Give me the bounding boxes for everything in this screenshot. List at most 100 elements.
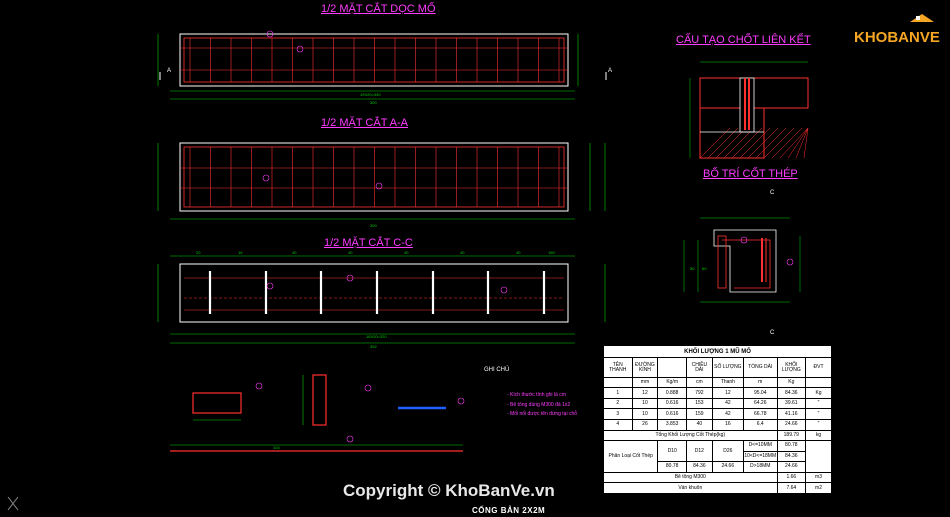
dim-cc-segment: 40 <box>460 250 465 255</box>
dim-cc-segment: 16 <box>238 250 243 255</box>
hatch-line <box>787 127 809 159</box>
chot-lien-ket <box>689 61 809 159</box>
range-2-value: 84.36 <box>776 450 807 463</box>
cell: 12 <box>631 387 659 399</box>
ghi-chu-heading: GHI CHÚ <box>484 367 510 373</box>
hatch-line <box>779 127 809 159</box>
hatch-line <box>803 127 809 159</box>
th-ten-thanh: TÊN THANH <box>603 357 633 378</box>
cell: 792 <box>685 387 713 399</box>
cell: 0.616 <box>657 408 687 420</box>
th-duong-kinh: ĐƯỜNG KÍNH <box>631 357 659 378</box>
unit-cell: cm <box>685 376 713 389</box>
dim-bar-len: 104 <box>273 445 280 450</box>
cell: 42 <box>711 397 744 410</box>
phan-loai-label: Phân Loại Cốt Thép <box>602 440 659 473</box>
cell: 84.36 <box>776 387 807 399</box>
be-tong-value: 1.66 <box>776 471 807 484</box>
d12-header: D12 <box>685 440 713 463</box>
hatch-line <box>715 127 747 159</box>
d12-value: 84.36 <box>685 461 713 473</box>
dim-cc-segment: 40 <box>516 250 521 255</box>
cell: 24.66 <box>776 418 807 431</box>
unit-cell: m <box>742 376 778 389</box>
th-khoi-luong: KHỐI LƯỢNG <box>776 357 807 378</box>
dim-cc-segment: 40 <box>292 250 297 255</box>
hatch-line <box>771 127 803 159</box>
cell: 0.888 <box>657 387 687 399</box>
dim-top-total: 300 <box>370 100 377 105</box>
cell: 153 <box>685 397 713 410</box>
total-unit: kg <box>805 429 832 442</box>
logo-text: KHOBANVE <box>854 29 940 46</box>
unit-cell <box>603 376 633 389</box>
cell: " <box>805 418 832 431</box>
unit-cell: mm <box>631 376 659 389</box>
dim-cc-segment: 40 <box>348 250 353 255</box>
cell: 64.26 <box>742 397 778 410</box>
dim-cc-segment: 150 <box>548 250 555 255</box>
svg-text:A: A <box>608 68 612 74</box>
title-c-c: 1/2 MẶT CẮT C-C <box>324 237 413 249</box>
unit-cell: Thanh <box>711 376 744 389</box>
cell: 6.4 <box>742 418 778 431</box>
hatch-line <box>723 127 755 159</box>
unit-cell <box>805 376 832 389</box>
hatch-line <box>707 127 739 159</box>
ghi-chu-line-1: - Kích thước tính ghi là cm <box>507 392 566 398</box>
ghi-chu-line-2: - Bê tông dùng M300 đá 1x2 <box>507 402 571 408</box>
th-tong-dai: TỔNG DÀI <box>742 357 778 378</box>
hatch-line <box>795 127 809 159</box>
cell: 1 <box>603 387 633 399</box>
cell: " <box>805 397 832 410</box>
unit-cell: Kg <box>776 376 807 389</box>
hatch-line <box>763 127 795 159</box>
table-title: KHỐI LƯỢNG 1 MŨ MỐ <box>603 344 832 359</box>
range-1: D<=10MM <box>742 440 778 452</box>
hatch-line <box>755 127 787 159</box>
range-3: D>18MM <box>742 461 778 473</box>
van-khuon-value: 7.64 <box>776 482 807 494</box>
cell: 0.616 <box>657 397 687 410</box>
cell: 95.04 <box>742 387 778 399</box>
copyright-watermark: Copyright © KhoBanVe.vn <box>343 481 555 500</box>
cell: 159 <box>685 408 713 420</box>
d10-header: D10 <box>657 440 687 463</box>
cell: 2 <box>603 397 633 410</box>
dim-side-50: 50 <box>690 266 695 271</box>
bar-details: 104 <box>170 374 465 452</box>
section-doc-mo: A A 300 19X20=330 <box>157 30 612 105</box>
dim-cc-total: 392 <box>370 344 377 349</box>
cell: 12 <box>711 387 744 399</box>
range-1-value: 80.78 <box>776 440 807 452</box>
dim-cc-segment: 20 <box>196 250 201 255</box>
svg-text:C: C <box>770 190 775 196</box>
dim-top-spacing: 19X20=330 <box>360 92 381 97</box>
hatch-line <box>747 127 779 159</box>
cell: 26 <box>631 418 659 431</box>
cell: 10 <box>631 408 659 420</box>
be-tong-label: Bê tông M300 <box>603 471 778 484</box>
d26-value: 24.66 <box>711 461 744 473</box>
dim-side-60: 60 <box>702 266 707 271</box>
th-so-luong: SỐ LƯỢNG <box>711 357 744 378</box>
unit-cell: Kg/m <box>657 376 687 389</box>
cell: 40 <box>685 418 713 431</box>
title-a-a: 1/2 MẶT CẮT A-A <box>321 117 409 129</box>
ghi-chu-line-3: - Mối nối được tên dừng tại chỗ <box>507 411 578 417</box>
cell: 39.61 <box>776 397 807 410</box>
cell: 66.78 <box>742 408 778 420</box>
title-bo-tri: BỐ TRÍ CỐT THÉP <box>703 168 798 180</box>
total-value: 189.79 <box>776 429 807 442</box>
range-3-value: 24.66 <box>776 461 807 473</box>
van-khuon-label: Ván khuôn <box>603 482 778 494</box>
hatch-line <box>699 127 731 159</box>
th-blank <box>657 357 687 378</box>
cell: 4 <box>603 418 633 431</box>
cell: 16 <box>711 418 744 431</box>
drawing-title: CỐNG BẢN 2X2M <box>472 506 546 515</box>
title-chot: CẤU TẠO CHỐT LIÊN KẾT <box>676 34 811 46</box>
